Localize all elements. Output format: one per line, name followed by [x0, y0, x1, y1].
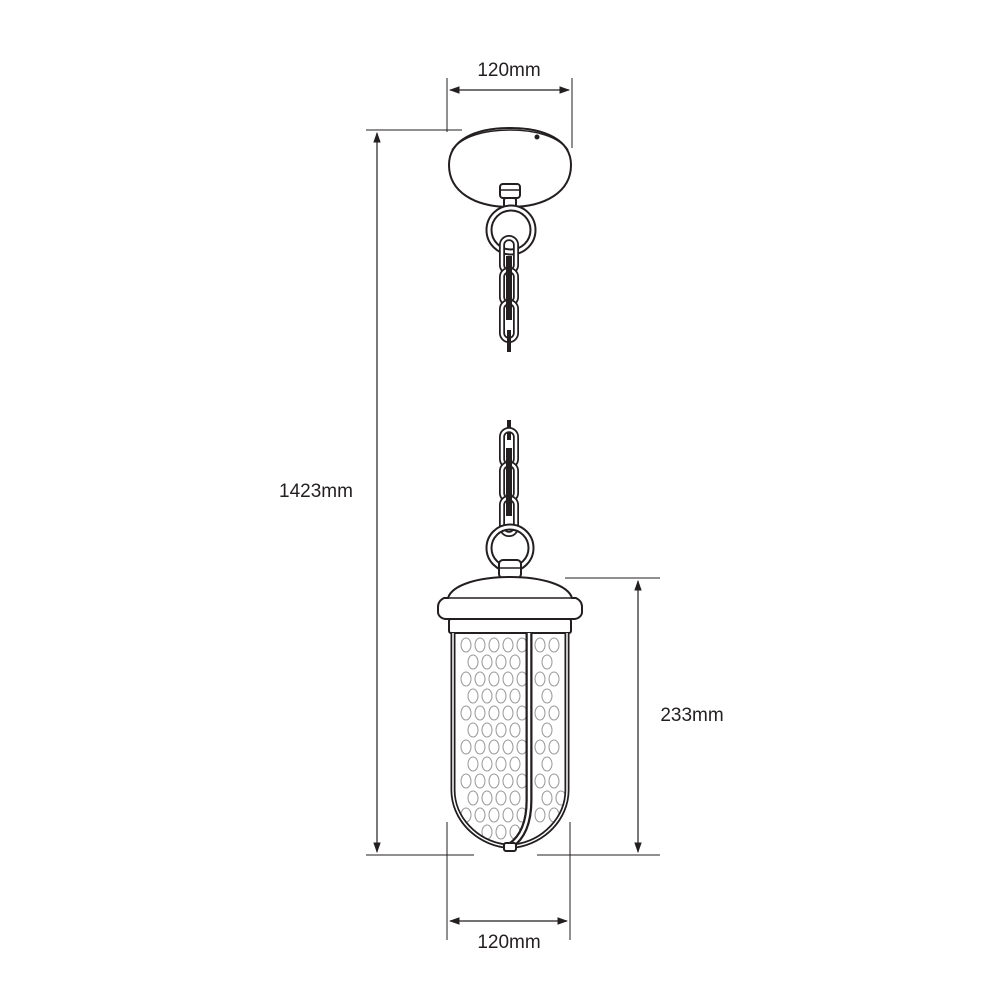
glass-bubble	[534, 773, 546, 789]
glass-bubble	[481, 688, 493, 704]
glass-bubble	[548, 671, 560, 687]
glass-bubble	[481, 722, 493, 738]
glass-bubble	[488, 671, 500, 687]
canopy-width-dimension: 120mm	[446, 60, 573, 148]
glass-bubble	[534, 637, 546, 653]
glass-bubble	[495, 688, 507, 704]
glass-bubble	[460, 705, 472, 721]
overall-height-label: 1423mm	[279, 481, 353, 502]
glass-bubble	[467, 790, 479, 806]
glass-bubble	[502, 671, 514, 687]
lantern-hook	[498, 559, 522, 579]
glass-bubble	[495, 756, 507, 772]
upper-chain-ring	[485, 204, 537, 256]
ceiling-canopy	[447, 126, 573, 209]
glass-bubble	[481, 654, 493, 670]
glass-bubble	[541, 756, 553, 772]
glass-bubble	[509, 654, 521, 670]
glass-bubble	[460, 739, 472, 755]
glass-bubble	[541, 688, 553, 704]
glass-bubble	[460, 773, 472, 789]
glass-bubble	[495, 654, 507, 670]
glass-bubble	[474, 739, 486, 755]
glass-bubble	[460, 671, 472, 687]
glass-bubble	[548, 773, 560, 789]
overall-height-dimension: 1423mm	[279, 129, 474, 856]
glass-bubble	[474, 705, 486, 721]
lantern-width-label: 120mm	[477, 932, 540, 953]
glass-bubble	[481, 756, 493, 772]
glass-bubble	[502, 773, 514, 789]
glass-bubble	[481, 790, 493, 806]
glass-bubble	[495, 790, 507, 806]
glass-bubble	[541, 722, 553, 738]
canopy-hook	[499, 183, 521, 211]
lantern-body	[437, 575, 583, 852]
glass-bubble	[548, 705, 560, 721]
glass-bubble	[541, 654, 553, 670]
glass-bubble	[548, 739, 560, 755]
glass-bubble	[502, 807, 514, 823]
glass-bubble	[534, 671, 546, 687]
lantern-height-dimension: 233mm	[537, 577, 724, 856]
glass-bubble	[534, 739, 546, 755]
glass-bubble	[488, 773, 500, 789]
canopy-width-label: 120mm	[477, 60, 540, 81]
glass-bubble	[548, 637, 560, 653]
lantern-height-label: 233mm	[660, 705, 723, 726]
glass-bubble	[467, 756, 479, 772]
glass-bubble	[474, 807, 486, 823]
glass-bubble	[474, 773, 486, 789]
glass-bubble	[534, 705, 546, 721]
glass-bubble	[467, 722, 479, 738]
glass-bubble	[488, 705, 500, 721]
glass-bubble	[488, 739, 500, 755]
glass-bubble	[541, 790, 553, 806]
glass-bubble	[474, 671, 486, 687]
glass-bubble	[467, 688, 479, 704]
canopy-screw-hole	[534, 134, 540, 140]
glass-bubble	[467, 654, 479, 670]
glass-bubble	[502, 637, 514, 653]
glass-bubble	[509, 722, 521, 738]
glass-bubble	[495, 722, 507, 738]
glass-bubble	[488, 637, 500, 653]
lower-chain	[499, 420, 519, 537]
glass-bubble	[509, 790, 521, 806]
glass-bubble	[509, 688, 521, 704]
glass-bubble	[488, 807, 500, 823]
glass-bubble	[534, 807, 546, 823]
lantern-width-dimension: 120mm	[446, 822, 571, 953]
glass-bubble	[474, 637, 486, 653]
glass-bubble	[509, 756, 521, 772]
upper-chain	[499, 235, 519, 352]
glass-bubble	[460, 637, 472, 653]
glass-bubble	[495, 824, 507, 840]
glass-bubble	[502, 705, 514, 721]
glass-bubble	[502, 739, 514, 755]
